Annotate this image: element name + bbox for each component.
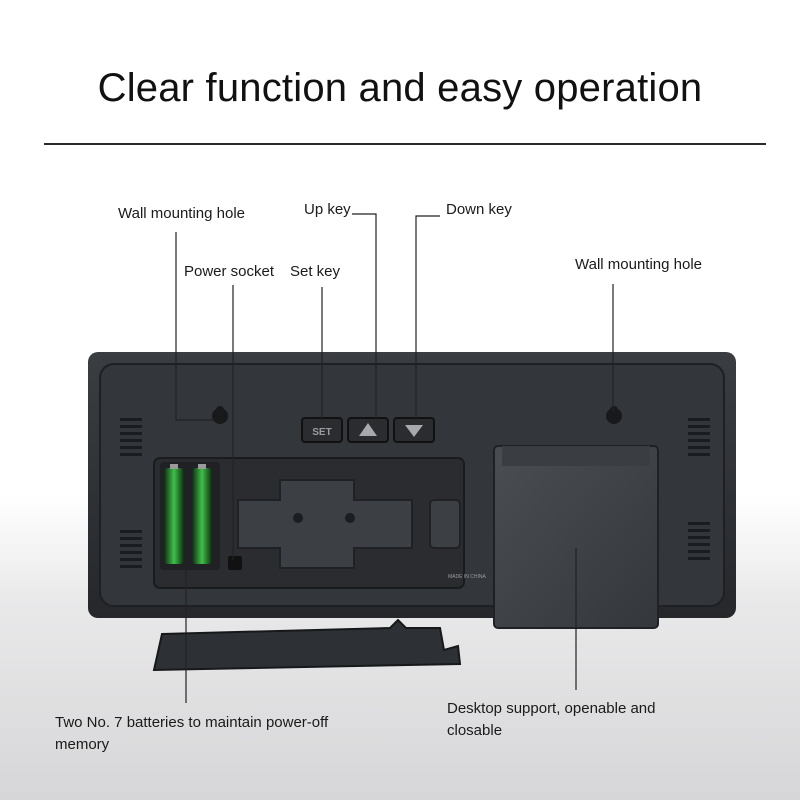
title-divider [44,143,766,145]
set-button-label: SET [312,427,331,438]
vent-right-bottom [688,522,710,560]
callout-up-key: Up key [304,201,351,218]
set-button: SET [301,417,343,443]
battery-cover [152,618,462,672]
callout-desktop-support: Desktop support, openable and closable [447,700,656,739]
vent-right-top [688,418,710,456]
leader-lines [175,213,614,703]
center-bracket [237,479,461,569]
screw-hole [345,513,355,523]
triangle-down-icon [405,425,423,437]
screw-hole [293,513,303,523]
callout-wall-hole-right: Wall mounting hole [575,256,703,273]
power-socket [228,556,242,570]
wall-mount-hole-left [212,406,228,424]
made-in-label: MADE IN CHINA [448,574,486,580]
battery-right [192,464,212,564]
vent-left-bottom [120,530,142,568]
callout-set-key: Set key [290,263,341,280]
down-button [393,417,435,443]
battery-left [164,464,184,564]
wall-mount-hole-right [606,406,622,424]
callout-batteries: Two No. 7 batteries to maintain power-of… [55,714,329,753]
callout-down-key: Down key [446,201,512,218]
headline: Clear function and easy operation [97,66,703,110]
callout-wall-hole-left: Wall mounting hole [118,205,246,222]
triangle-up-icon [359,423,377,436]
up-button [347,417,389,443]
vent-left-top [120,418,142,456]
callout-power-socket: Power socket [184,263,275,280]
